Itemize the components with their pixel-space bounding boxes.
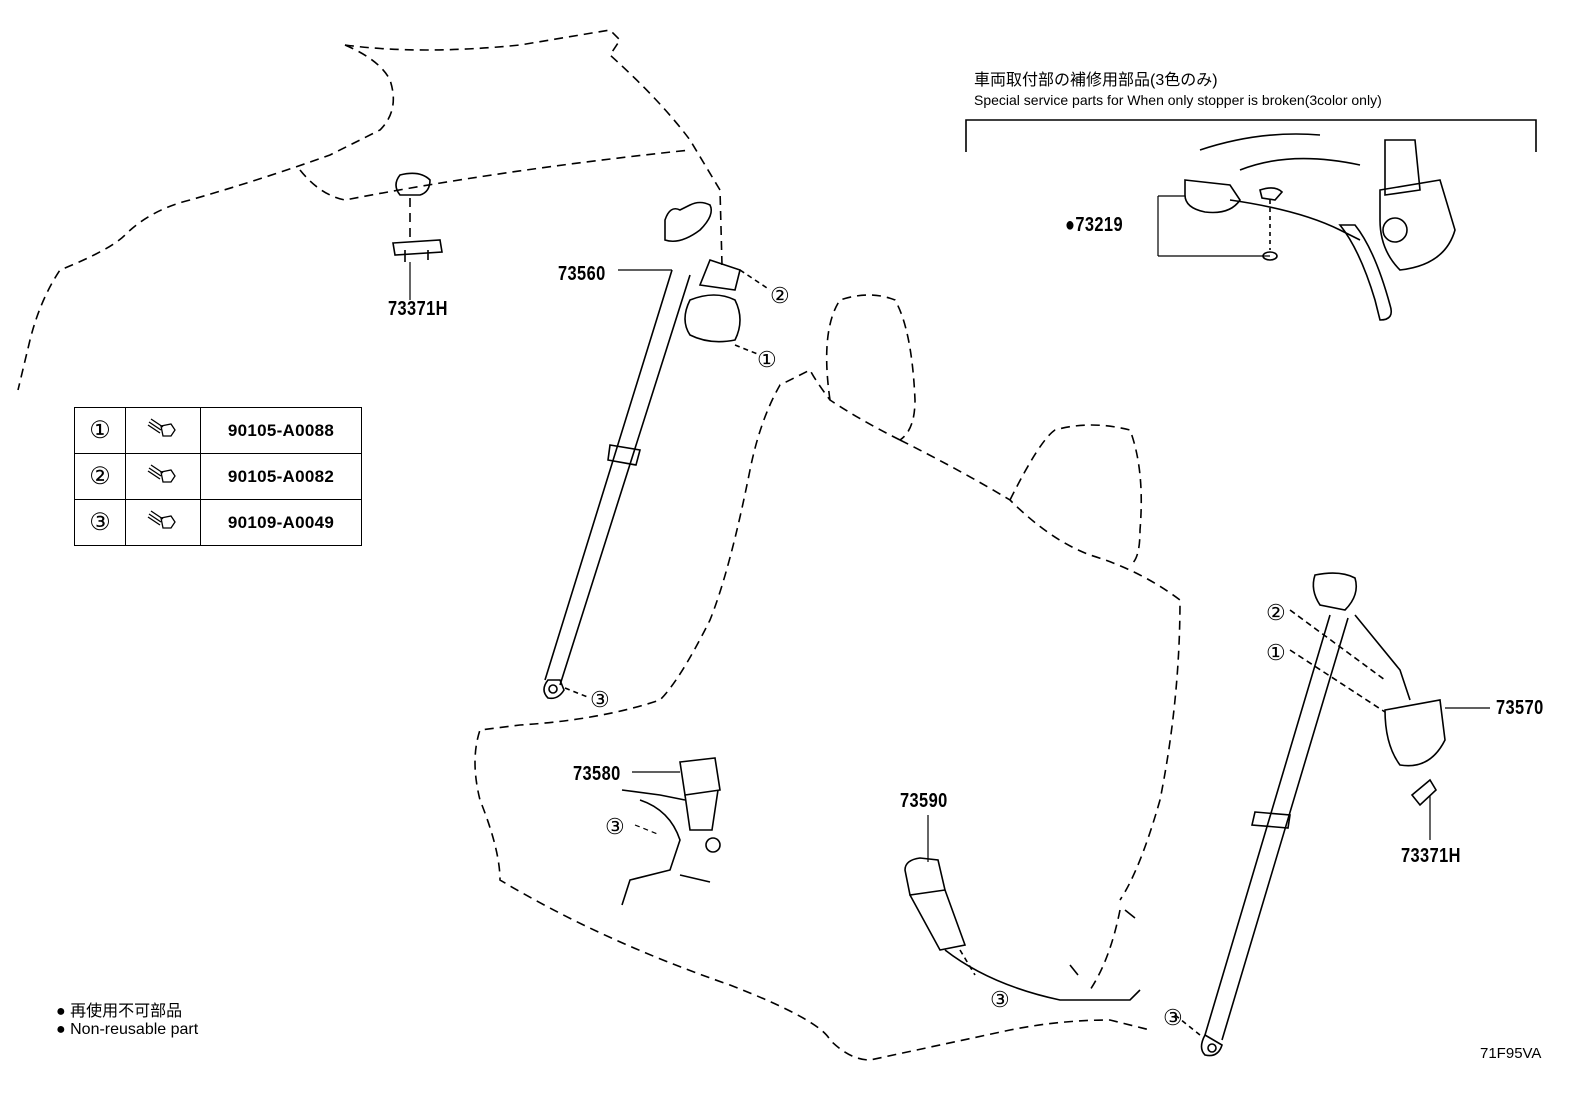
callout-2-right: ②: [1266, 600, 1286, 625]
bolt-num: ①: [74, 407, 126, 454]
callout-3-73590: ③: [990, 987, 1010, 1012]
clip-73371h-right: [1410, 778, 1438, 840]
part-label-73560: 73560: [558, 263, 606, 285]
callout-1-left: ①: [757, 347, 777, 372]
bolt-icon: [125, 453, 201, 500]
bolt-icon: [125, 499, 201, 546]
part-label-73580: 73580: [573, 763, 621, 785]
part-label-73570: 73570: [1496, 697, 1544, 719]
bolt-num: ③: [74, 499, 126, 546]
bolt-num: ②: [74, 453, 126, 500]
service-header-en: Special service parts for When only stop…: [974, 92, 1382, 108]
clip-73371h-left: [392, 239, 443, 262]
callout-3-right: ③: [1163, 1005, 1183, 1030]
bolt-row: ② 90105-A0082: [74, 453, 362, 500]
bolt-table: ① 90105-A0088 ② 90105-A0082 ③ 90109-A004…: [74, 407, 362, 546]
belt-73570: [1174, 572, 1490, 1057]
bolt-part-number: 90105-A0088: [200, 407, 362, 454]
service-header-jp: 車両取付部の補修用部品(3色のみ): [974, 72, 1218, 89]
part-label-73219: ●73219: [1065, 214, 1123, 236]
buckle-73590: [904, 857, 1141, 1001]
bolt-row: ① 90105-A0088: [74, 407, 362, 454]
service-bracket: [965, 119, 1537, 321]
bolt-row: ③ 90109-A0049: [74, 499, 362, 546]
leader-lines: [409, 262, 929, 862]
bolt-part-number: 90105-A0082: [200, 453, 362, 500]
callout-3-73580: ③: [605, 814, 625, 839]
buckle-73580: [621, 757, 721, 906]
figure-id: 71F95VA: [1480, 1045, 1542, 1062]
part-label-73590: 73590: [900, 790, 948, 812]
part-label-73371h-left: 73371H: [388, 298, 448, 320]
part-label-73371h-right: 73371H: [1401, 845, 1461, 867]
callout-2-left: ②: [770, 283, 790, 308]
bolt-icon: [125, 407, 201, 454]
callout-1-right: ①: [1266, 640, 1286, 665]
legend-en: ● Non-reusable part: [56, 1021, 199, 1038]
belt-73560: [543, 201, 771, 700]
legend-jp: ● 再使用不可部品: [56, 1003, 183, 1020]
callout-3-left: ③: [590, 687, 610, 712]
seat-outline: [474, 294, 1181, 1061]
bolt-part-number: 90109-A0049: [200, 499, 362, 546]
body-outline: [17, 29, 723, 391]
